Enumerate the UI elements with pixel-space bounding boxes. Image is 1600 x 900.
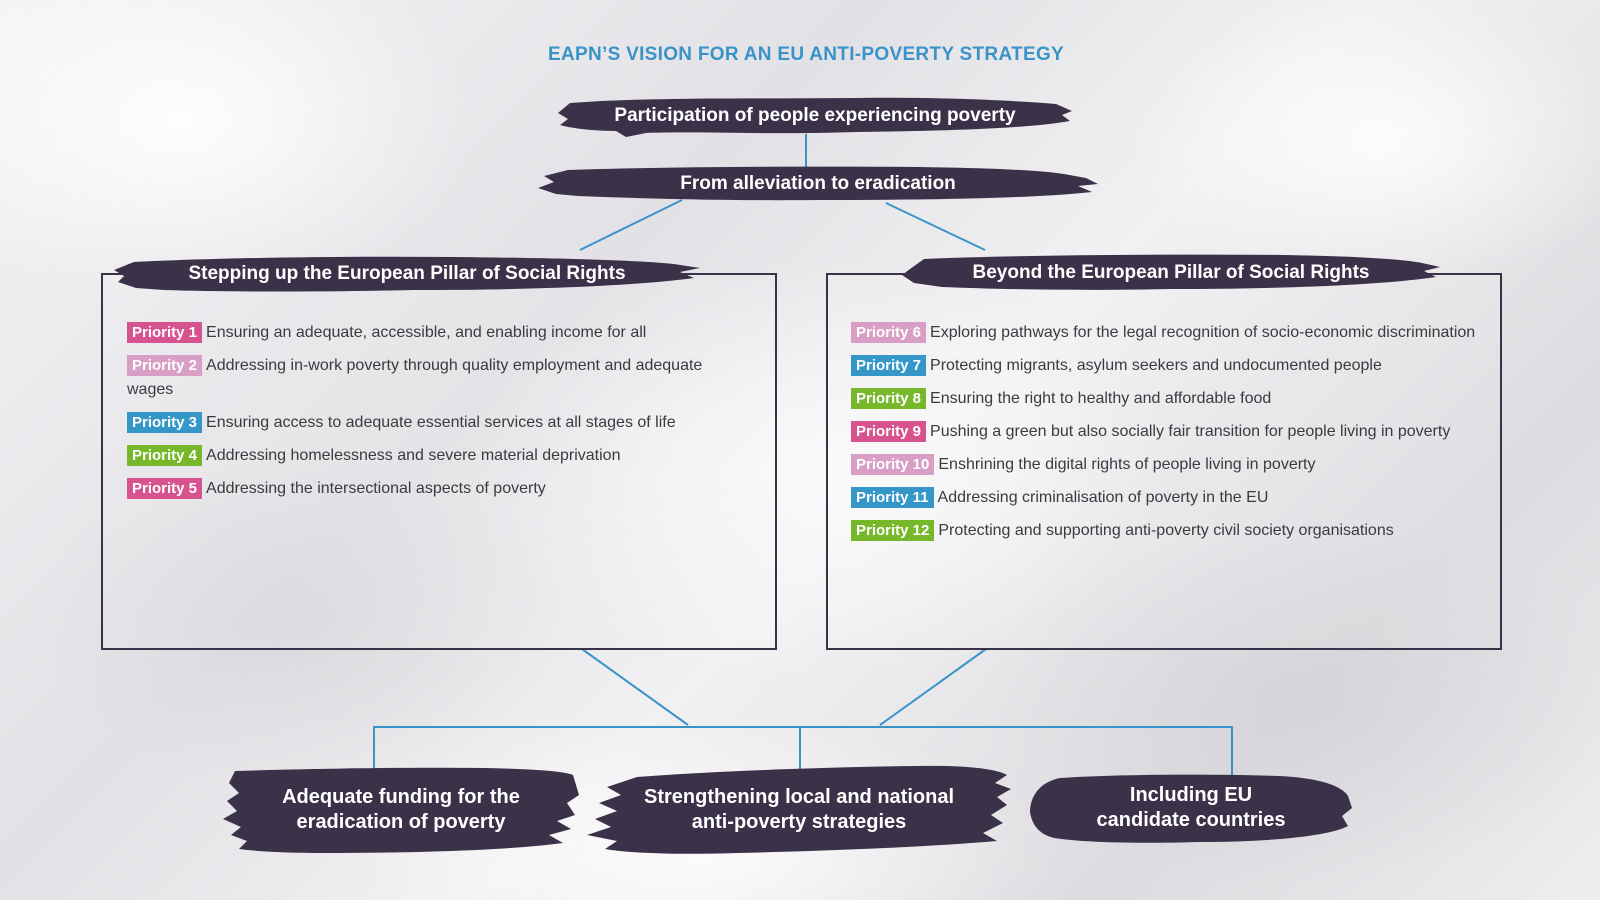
left-panel-heading: Stepping up the European Pillar of Socia… <box>114 252 700 296</box>
right-panel-heading: Beyond the European Pillar of Social Rig… <box>902 251 1440 295</box>
alleviation-node: From alleviation to eradication <box>538 164 1098 204</box>
right-priorities-box <box>826 273 1502 650</box>
priority-text: Exploring pathways for the legal recogni… <box>930 324 1476 341</box>
brush-stroke-shape <box>1030 774 1352 843</box>
priority-badge: Priority 12 <box>851 520 935 541</box>
funding-label: Adequate funding for the eradication of … <box>282 786 520 833</box>
priority-text: Ensuring the right to healthy and afford… <box>930 390 1272 407</box>
brush-stroke-shape <box>558 97 1072 137</box>
priority-badge: Priority 1 <box>127 322 203 343</box>
priority-text: Pushing a green but also socially fair t… <box>930 423 1451 440</box>
priority-badge: Priority 5 <box>127 478 203 499</box>
participation-label: Participation of people experiencing pov… <box>614 105 1016 126</box>
connector-alleviation-right <box>885 202 986 251</box>
priority-text: Addressing homelessness and severe mater… <box>206 447 621 464</box>
priority-text: Enshrining the digital rights of people … <box>938 456 1316 473</box>
priority-text: Protecting and supporting anti-poverty c… <box>938 522 1394 539</box>
connector-left-box-down <box>581 648 689 726</box>
priority-text: Addressing in-work poverty through quali… <box>127 357 703 398</box>
priority-text: Addressing criminalisation of poverty in… <box>937 489 1269 506</box>
candidates-node: Including EU candidate countries <box>1030 772 1352 844</box>
alleviation-label: From alleviation to eradication <box>680 173 956 194</box>
priority-text: Ensuring access to adequate essential se… <box>206 414 676 431</box>
priority-badge: Priority 2 <box>127 355 203 376</box>
left-panel-heading-label: Stepping up the European Pillar of Socia… <box>188 263 626 284</box>
priority-badge: Priority 3 <box>127 412 203 433</box>
brush-stroke-shape <box>538 166 1098 201</box>
brush-stroke-shape <box>223 767 579 853</box>
priority-badge: Priority 4 <box>127 445 203 466</box>
brush-stroke-shape <box>902 254 1440 290</box>
priority-badge: Priority 8 <box>851 388 927 409</box>
priority-badge: Priority 7 <box>851 355 927 376</box>
left-priorities-box <box>101 273 777 650</box>
connector-right-box-down <box>879 648 987 726</box>
connector-alleviation-left <box>579 199 683 251</box>
right-panel-heading-label: Beyond the European Pillar of Social Rig… <box>972 262 1370 283</box>
participation-node: Participation of people experiencing pov… <box>556 95 1074 137</box>
strategies-node: Strengthening local and national anti-po… <box>587 763 1011 857</box>
brush-stroke-shape <box>587 765 1011 854</box>
candidates-label: Including EU candidate countries <box>1096 784 1286 831</box>
strategies-label: Strengthening local and national anti-po… <box>643 786 955 833</box>
priority-text: Protecting migrants, asylum seekers and … <box>930 357 1382 374</box>
priority-badge: Priority 9 <box>851 421 927 442</box>
brush-stroke-shape <box>114 256 700 292</box>
priority-badge: Priority 6 <box>851 322 927 343</box>
priority-badge: Priority 10 <box>851 454 935 475</box>
diagram-title: EAPN’S VISION FOR AN EU ANTI-POVERTY STR… <box>548 44 1064 65</box>
priority-badge: Priority 11 <box>851 487 934 508</box>
priority-text: Addressing the intersectional aspects of… <box>206 480 546 497</box>
funding-node: Adequate funding for the eradication of … <box>223 765 579 855</box>
priority-text: Ensuring an adequate, accessible, and en… <box>206 324 647 341</box>
